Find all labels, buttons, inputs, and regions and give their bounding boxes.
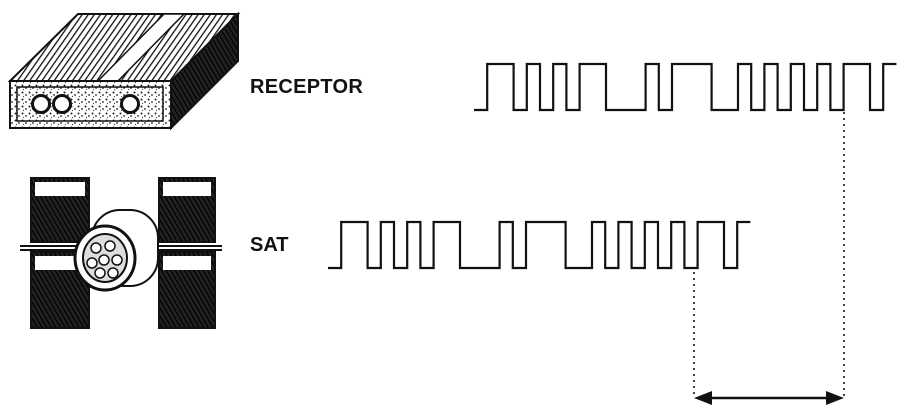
- sat-label: SAT: [250, 234, 289, 256]
- sat-waveform: [328, 220, 751, 270]
- receptor-label: RECEPTOR: [250, 76, 364, 98]
- receptor-waveform: [474, 62, 897, 112]
- receiver-box-icon: [7, 11, 241, 131]
- satellite-icon: [20, 177, 222, 329]
- delay-arrow-icon: [694, 391, 844, 405]
- signal-waveforms: [328, 62, 897, 270]
